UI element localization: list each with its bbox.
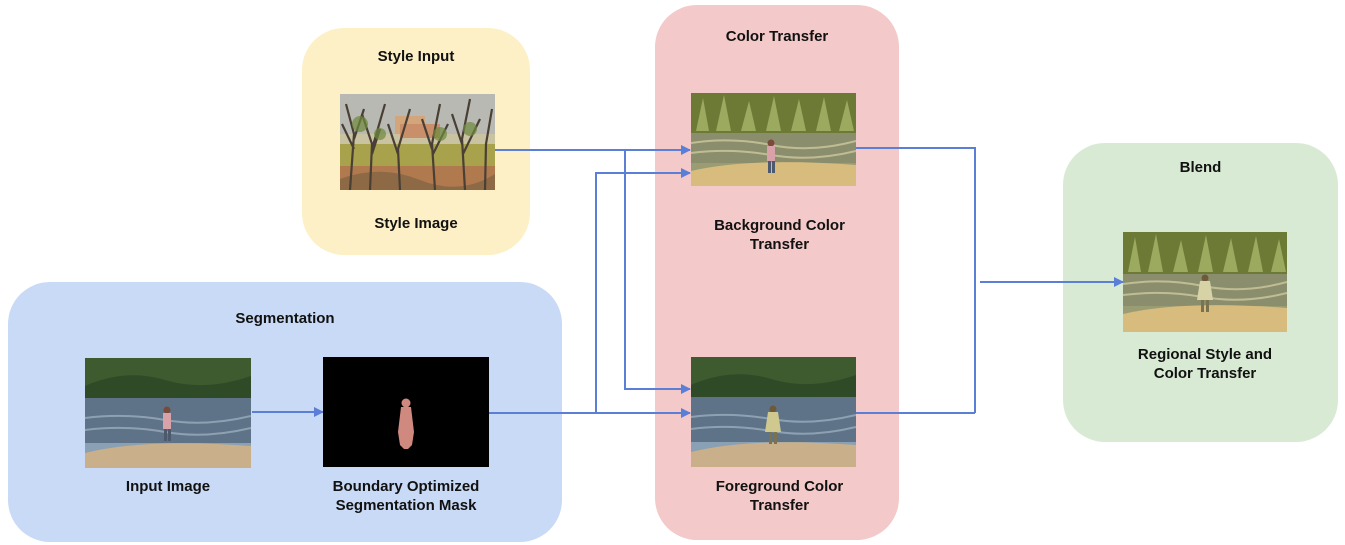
background-label-line1: Background Color (714, 217, 845, 234)
style-input-title: Style Input (377, 48, 455, 65)
foreground-label-line1: Foreground Color (715, 478, 844, 495)
output-label-line2: Color Transfer (1153, 365, 1257, 382)
foreground-color-transfer-label: Foreground Color Transfer (672, 477, 887, 515)
regional-style-output-image (1123, 232, 1287, 332)
input-image-label: Input Image (125, 478, 211, 495)
foreground-color-transfer-image (691, 357, 856, 467)
foreground-label-line2: Transfer (749, 497, 810, 514)
color-transfer-title: Color Transfer (725, 28, 829, 45)
input-image (85, 358, 251, 468)
background-color-transfer-label: Background Color Transfer (672, 216, 887, 254)
background-label-line2: Transfer (749, 236, 810, 253)
background-color-transfer-image (691, 93, 856, 186)
mask-to-background-arrow (595, 168, 691, 413)
segmentation-title: Segmentation (235, 310, 335, 327)
output-label-line1: Regional Style and (1137, 346, 1273, 363)
segmentation-mask-image (323, 357, 489, 467)
segmentation-mask-label: Boundary Optimized Segmentation Mask (300, 477, 512, 515)
blend-title: Blend (1179, 159, 1222, 176)
segmentation-mask-label-line2: Segmentation Mask (335, 497, 477, 514)
style-image-label: Style Image (374, 215, 458, 232)
style-to-foreground-arrow (624, 150, 691, 394)
background-to-blend-line (856, 147, 976, 413)
regional-style-output-label: Regional Style and Color Transfer (1100, 345, 1310, 383)
segmentation-mask-label-line1: Boundary Optimized (332, 478, 480, 495)
style-image (340, 94, 495, 190)
